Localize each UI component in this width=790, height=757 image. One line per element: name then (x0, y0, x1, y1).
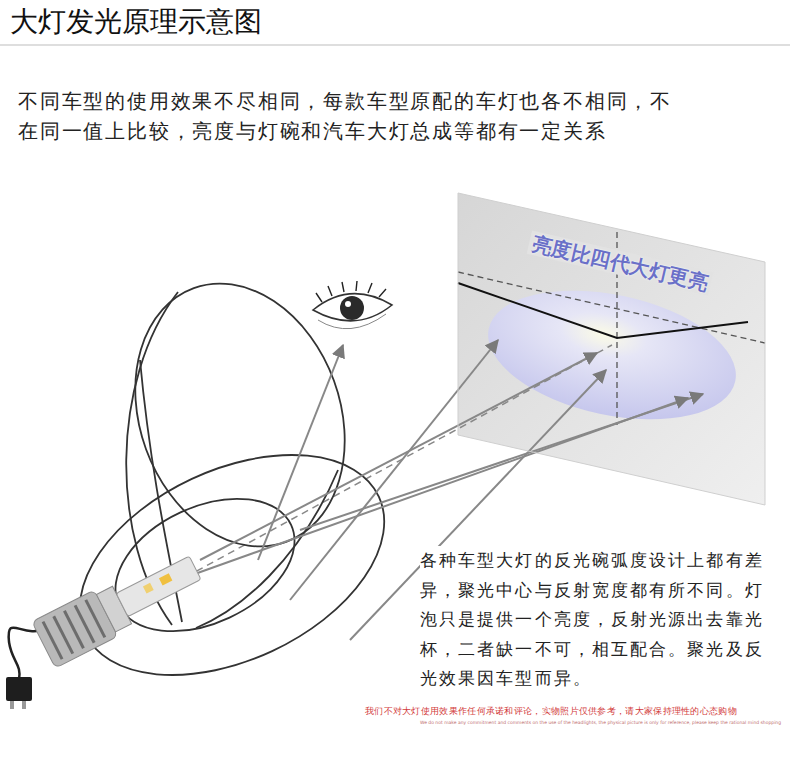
disclaimer-en: We do not make any commitment and commen… (420, 719, 781, 726)
reflector-bowl (45, 254, 419, 720)
explanation-note: 各种车型大灯的反光碗弧度设计上都有差异，聚光中心与反射宽度都有所不同。灯泡只是提… (420, 546, 780, 694)
intro-paragraph: 不同车型的使用效果不尽相同，每款车型原配的车灯也各不相同，不在同一值上比较，亮度… (18, 86, 688, 146)
screen-outline (458, 193, 765, 505)
led-bulb (32, 545, 207, 669)
screen-caption: 亮度比四代大灯更亮 (527, 230, 714, 295)
bulb-plug (6, 677, 32, 709)
horizontal-axis (458, 272, 765, 343)
page-title: 大灯发光原理示意图 (10, 5, 262, 39)
title-rule (0, 45, 790, 46)
eye-icon (313, 281, 392, 329)
projection-screen (458, 193, 765, 505)
screen-panel: 亮度比四代大灯更亮 (458, 193, 765, 505)
disclaimer-cn: 我们不对大灯使用效果作任何承诺和评论，实物照片仅供参考，请大家保持理性的心态购物 (365, 705, 737, 717)
